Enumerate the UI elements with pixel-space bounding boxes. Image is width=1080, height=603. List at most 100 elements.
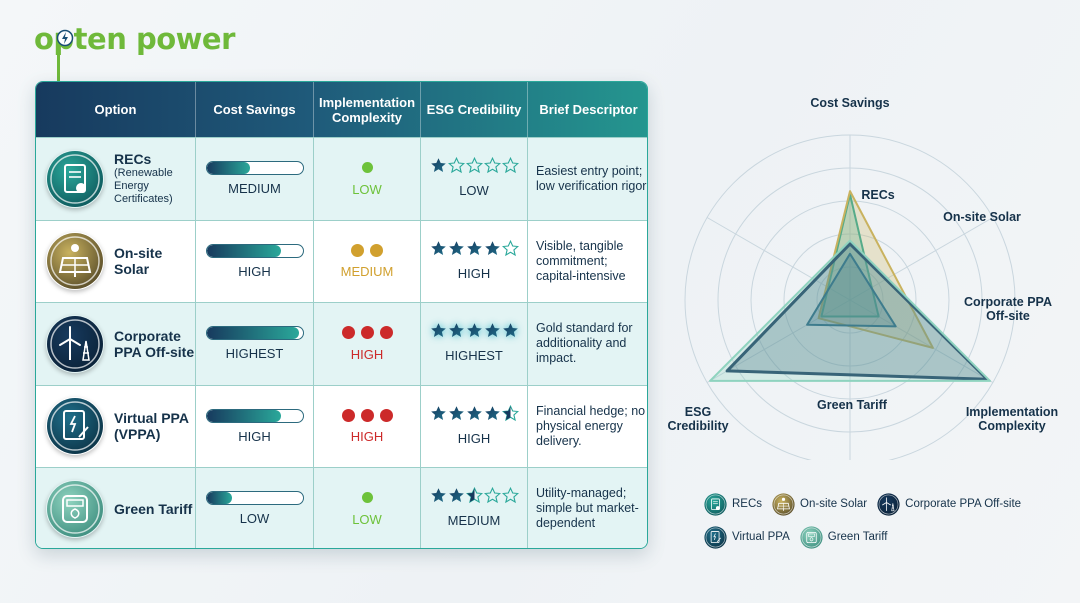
implementation-complexity-cell: LOW (314, 138, 421, 220)
esg-credibility-cell: HIGHEST (421, 303, 528, 385)
wind-turbine-icon (877, 492, 900, 516)
cost-savings-bar (205, 408, 304, 423)
radar-spoke (849, 217, 994, 301)
complexity-dots (341, 326, 393, 340)
option-subtitle: (Renewable Energy Certificates) (114, 167, 173, 206)
option-cell: Virtual PPA (VPPA) (36, 385, 196, 467)
star-icon (484, 322, 501, 344)
complexity-dot (360, 326, 374, 340)
star-icon (430, 240, 447, 262)
legend-label: On-site Solar (800, 498, 868, 510)
implementation-complexity-cell: HIGH (314, 303, 421, 385)
contract-icon (46, 397, 104, 455)
esg-star-rating (430, 239, 519, 262)
star-icon (466, 240, 483, 262)
cost-savings-cell: HIGH (196, 385, 314, 467)
star-icon (483, 157, 501, 179)
radar-inner-label-corporate-ppa: Corporate PPA Off-site (964, 295, 1052, 323)
implementation-complexity-cell: HIGH (314, 385, 421, 467)
radar-axis-label-cost-savings: Cost Savings (810, 96, 890, 110)
radar-axis-label-esg-credibility: ESG Credibility (667, 405, 729, 433)
table-row: RECs(Renewable Energy Certificates)MEDIU… (36, 137, 647, 220)
star-icon (483, 487, 501, 509)
radar-series-virtual-ppa (806, 252, 897, 328)
solar-panel-icon (46, 232, 104, 290)
option-cell: Green Tariff (36, 468, 196, 548)
legend-item: Corporate PPA Off-site (877, 492, 1022, 516)
complexity-dot (341, 408, 355, 422)
star-icon (430, 487, 447, 509)
brief-descriptor-cell: Visible, tangible commitment; capital-in… (528, 221, 647, 303)
radar-axis-label-implementation-complexity: Implementation Complexity (965, 405, 1059, 433)
complexity-level: HIGH (350, 429, 384, 445)
complexity-dot (341, 326, 355, 340)
option-title: RECs (114, 151, 152, 168)
star-icon (501, 157, 519, 179)
radar-series-green-tariff (709, 239, 991, 382)
certificate-icon (46, 150, 104, 208)
header-brief-descriptor: Brief Descriptor (539, 102, 638, 117)
header-implementation-complexity: Implementation Complexity (314, 82, 421, 137)
star-icon (465, 157, 483, 179)
option-title: Corporate PPA Off-site (114, 327, 195, 360)
option-title: On-site Solar (114, 245, 163, 278)
descriptor-text: Utility-managed; simple but market-depen… (536, 486, 639, 531)
meter-icon (46, 480, 104, 538)
star-icon (448, 322, 465, 344)
esg-star-rating (430, 322, 519, 344)
table-header: Option Cost Savings Implementation Compl… (36, 82, 647, 137)
cost-savings-bar-fill (206, 244, 282, 257)
solar-panel-icon (772, 492, 795, 516)
option-cell: Corporate PPA Off-site (36, 303, 196, 385)
star-icon (430, 157, 447, 179)
radar-inner-label-recs: RECs (861, 188, 895, 202)
legend-item: RECs (704, 492, 763, 516)
cost-savings-level: HIGHEST (225, 346, 284, 362)
complexity-dots (341, 408, 393, 422)
meter-icon (800, 525, 823, 549)
option-cell: On-site Solar (36, 220, 196, 302)
legend-row: RECs On-site Solar Corporate PPA Off-site (704, 492, 1064, 516)
legend-label: RECs (732, 498, 763, 510)
esg-credibility-cell: LOW (421, 138, 528, 220)
cost-savings-level: LOW (239, 511, 270, 527)
star-icon (448, 240, 465, 262)
complexity-level: MEDIUM (340, 264, 394, 280)
brief-descriptor-cell: Gold standard for additionality and impa… (528, 303, 647, 385)
brief-descriptor-cell: Easiest entry point; low verification ri… (528, 138, 647, 220)
option-text: Corporate PPA Off-site (114, 328, 195, 360)
cost-savings-bar-fill (206, 409, 282, 422)
radar-chart: Cost Savings Implementation Complexity E… (660, 80, 1080, 466)
certificate-icon (704, 492, 727, 516)
radar-spoke (849, 299, 994, 383)
radar-inner-label-green-tariff: Green Tariff (817, 398, 887, 412)
esg-level: HIGH (457, 265, 491, 281)
legend-label: Corporate PPA Off-site (905, 498, 1022, 510)
cost-savings-cell: MEDIUM (196, 138, 314, 220)
radar-series-corporate-ppa-off-site (725, 242, 989, 381)
option-text: RECs(Renewable Energy Certificates) (114, 151, 195, 206)
complexity-level: LOW (352, 181, 382, 197)
esg-level: HIGH (457, 430, 491, 446)
cost-savings-bar (205, 491, 304, 506)
star-icon (448, 487, 465, 509)
complexity-dot (379, 326, 393, 340)
star-icon (501, 404, 519, 427)
star-icon (484, 240, 501, 262)
radar-chart-svg (684, 134, 1016, 466)
complexity-dot (361, 162, 373, 174)
esg-level: LOW (459, 183, 489, 199)
brief-descriptor-cell: Financial hedge; no physical energy deli… (528, 386, 647, 468)
option-text: Virtual PPA (VPPA) (114, 410, 195, 442)
star-icon (448, 405, 465, 427)
complexity-dot (379, 408, 393, 422)
cost-savings-bar (205, 161, 304, 176)
implementation-complexity-cell: MEDIUM (314, 220, 421, 302)
legend-label: Virtual PPA (732, 531, 790, 543)
esg-star-rating (430, 157, 519, 179)
star-icon (502, 322, 519, 344)
legend-label: Green Tariff (827, 531, 888, 543)
implementation-complexity-cell: LOW (314, 468, 421, 548)
